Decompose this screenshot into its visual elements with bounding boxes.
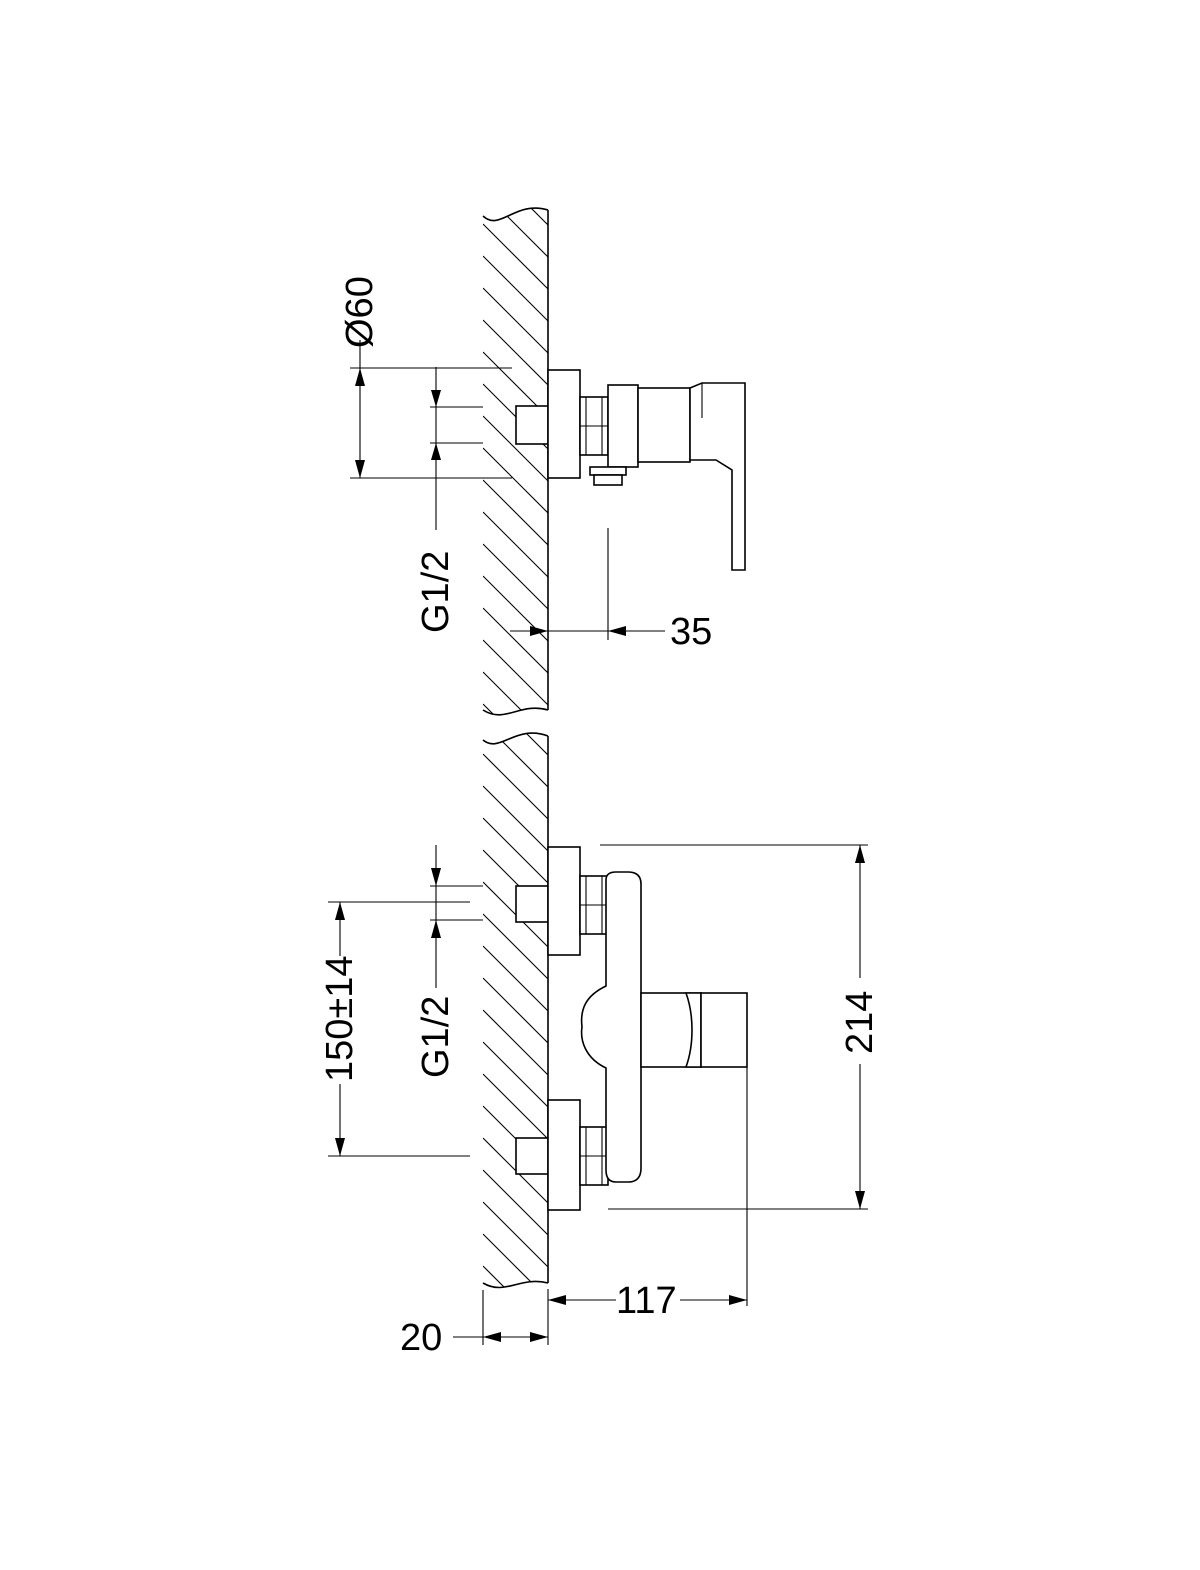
hatch-line [483, 447, 548, 514]
dimension-centers: 150±14 [319, 901, 470, 1157]
dimension-height: 214 [600, 844, 881, 1210]
wall-label: 20 [400, 1317, 442, 1359]
dimension-wall: 20 [400, 1290, 548, 1359]
hatch-line [483, 1233, 548, 1288]
centers-label: 150±14 [319, 955, 361, 1082]
hatch-line [483, 1041, 548, 1108]
wall-section-bottom [482, 732, 549, 1289]
hatch-line [483, 1169, 548, 1236]
hatch-line [483, 543, 548, 610]
mixer-front-view [515, 846, 748, 1211]
hatch-line [483, 977, 548, 1044]
depth-label: 117 [616, 1280, 677, 1322]
offset-label: 35 [670, 611, 712, 653]
hatch-line [483, 753, 548, 820]
dimension-thread-top: G1/2 [415, 367, 483, 633]
diameter-label: Ø60 [339, 276, 381, 348]
mixer-side-view [515, 369, 746, 571]
hatch-line [483, 1073, 548, 1140]
hatch-line [483, 733, 548, 756]
hatch-line [483, 671, 548, 715]
hatch-line [483, 208, 548, 258]
height-label: 214 [839, 991, 881, 1054]
hatch-line [483, 817, 548, 884]
hatch-line [483, 208, 548, 226]
dimension-diameter: Ø60 [339, 276, 512, 479]
hatch-line [483, 639, 548, 706]
hatch-line [483, 287, 548, 354]
hatch-line [483, 945, 548, 1012]
dimension-depth: 117 [547, 1067, 748, 1345]
hatch-line [483, 1009, 548, 1076]
dimension-offset: 35 [510, 528, 712, 653]
thread-top-label: G1/2 [415, 551, 457, 633]
hatch-line [483, 479, 548, 546]
hatch-line [483, 1201, 548, 1268]
hatch-line [483, 415, 548, 482]
hatch-line [483, 733, 548, 788]
wall-section-top [482, 207, 549, 716]
hatch-line [483, 255, 548, 322]
thread-bottom-label: G1/2 [415, 996, 457, 1078]
hatch-line [483, 223, 548, 290]
hatch-line [483, 1265, 548, 1288]
hatch-line [483, 785, 548, 852]
hatch-line [483, 607, 548, 674]
hatch-line [483, 913, 548, 980]
dimension-thread-bottom: G1/2 [415, 845, 483, 1078]
hatch-line [483, 511, 548, 578]
hatch-line [483, 319, 548, 386]
